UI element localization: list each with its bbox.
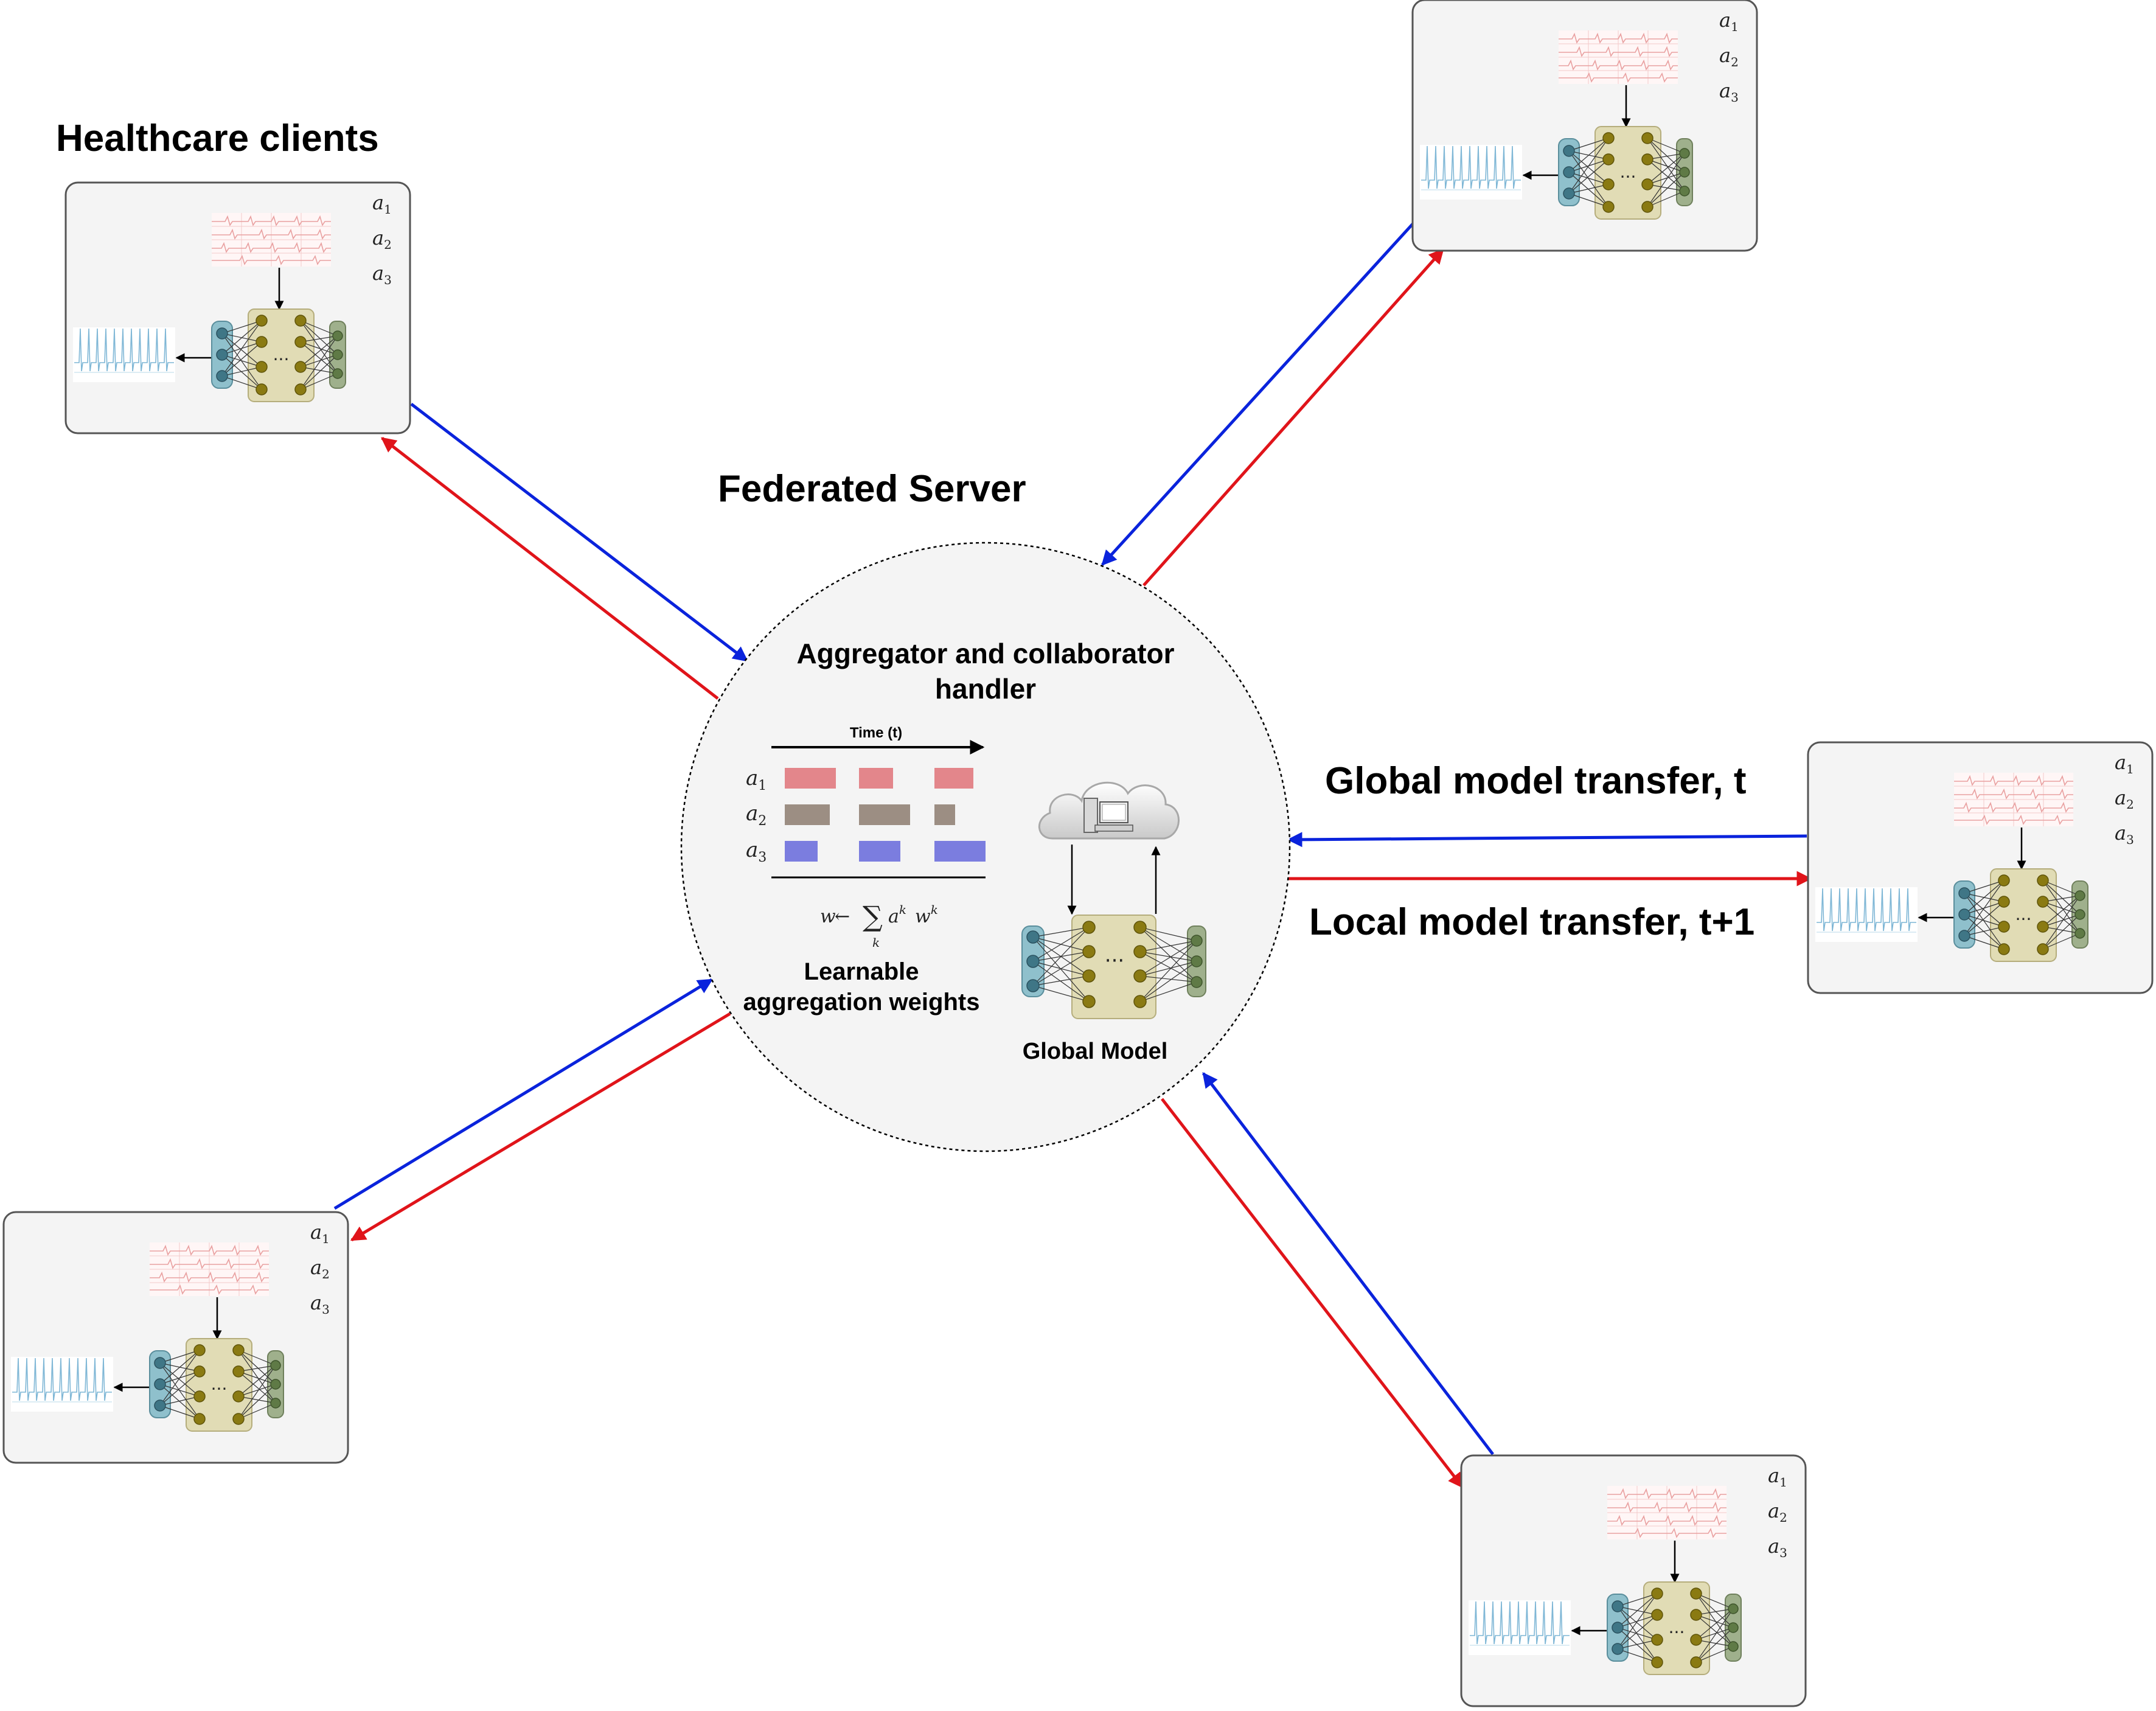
client-card-top-left: ··· a1 a2 a3	[66, 183, 410, 433]
time-axis-label: Time (t)	[850, 725, 902, 741]
weight-bar-a1-1	[785, 768, 836, 789]
client-card-top-right: ··· a1 a2 a3	[1413, 0, 1757, 251]
client-legend-a3: a3	[1719, 79, 1739, 105]
arrow-local-top-left	[381, 437, 719, 700]
weight-bar-a3-3	[934, 841, 986, 862]
client-legend-a2: a2	[1768, 1499, 1787, 1525]
client-legend-a2: a2	[310, 1256, 330, 1281]
weight-row-a1: a1	[746, 766, 973, 793]
client-card-bottom-left: ··· a1 a2 a3	[4, 1212, 348, 1463]
formula-term-a: ak	[888, 902, 906, 927]
client-card-ellipsis: ···	[1669, 1622, 1685, 1642]
aggregator-title-line1: Aggregator and collaborator	[796, 638, 1174, 669]
client-legend-a3: a3	[372, 262, 392, 287]
arrow-local-bottom-right	[1161, 1098, 1464, 1488]
federated-server: Aggregator and collaborator handler Time…	[680, 542, 1291, 1152]
formula-arrow: ←	[835, 906, 850, 927]
weight-row-a3: a3	[746, 838, 986, 865]
global-model-ellipsis: ···	[1105, 949, 1124, 973]
arrow-global-top-right	[1101, 221, 1415, 566]
client-legend-a2: a2	[372, 226, 392, 252]
client-card-ellipsis: ···	[273, 349, 290, 369]
formula-lhs: w	[820, 906, 836, 927]
weight-row-a2: a2	[746, 801, 955, 829]
client-legend-a1: a1	[2115, 751, 2134, 776]
global-model-label: Global Model	[1023, 1039, 1168, 1064]
healthcare-clients-title: Healthcare clients	[56, 117, 379, 159]
weight-bar-a1-2	[859, 768, 893, 789]
client-legend-a2: a2	[2115, 786, 2134, 812]
client-legend-a1: a1	[1719, 9, 1739, 34]
client-legend-a3: a3	[310, 1291, 330, 1317]
client-legend-a1: a1	[1768, 1464, 1787, 1490]
client-card-ellipsis: ···	[1620, 167, 1636, 187]
client-card-ellipsis: ···	[2015, 909, 2032, 929]
transfer-arrows	[333, 221, 1812, 1488]
weight-bar-a1-3	[934, 768, 973, 789]
arrow-local-top-right	[1142, 248, 1444, 587]
client-card-bottom-right: ··· a1 a2 a3	[1461, 1455, 1806, 1706]
weight-bar-a2-2	[859, 804, 910, 825]
weight-bar-a3-2	[859, 841, 900, 862]
arrow-global-top-left	[410, 403, 748, 662]
row-label-a3: a3	[746, 838, 767, 865]
arrow-local-bottom-left	[350, 1012, 731, 1242]
client-legend-a2: a2	[1719, 44, 1739, 69]
formula-index: k	[872, 935, 880, 950]
weight-bar-a3-1	[785, 841, 818, 862]
cloud-server-icon	[1038, 781, 1180, 840]
weight-bar-a2-3	[934, 804, 955, 825]
global-model-network: ···	[1021, 915, 1206, 1019]
arrow-global-right	[1287, 832, 1807, 848]
row-label-a1: a1	[746, 766, 767, 793]
arrow-global-bottom-left	[333, 978, 714, 1210]
client-legend-a3: a3	[2115, 821, 2134, 847]
formula-term-w: wk	[915, 902, 938, 927]
client-card-right: ··· a1 a2 a3	[1808, 742, 2152, 993]
row-label-a2: a2	[746, 801, 767, 829]
client-legend-a1: a1	[310, 1221, 330, 1246]
arrow-global-bottom-right	[1202, 1072, 1494, 1455]
federated-server-title: Federated Server	[718, 468, 1026, 510]
local-transfer-label: Local model transfer, t+1	[1309, 901, 1754, 943]
weight-bar-a2-1	[785, 804, 830, 825]
aggregation-formula: w ← ∑ k ak wk	[820, 900, 938, 950]
client-legend-a3: a3	[1768, 1535, 1787, 1560]
aggregator-title-line2: handler	[935, 673, 1036, 705]
weights-caption-line2: aggregation weights	[743, 989, 980, 1016]
client-card-ellipsis: ···	[211, 1379, 228, 1399]
client-legend-a1: a1	[372, 191, 392, 217]
weights-caption-line1: Learnable	[804, 958, 919, 985]
formula-sum: ∑	[863, 900, 883, 933]
global-transfer-label: Global model transfer, t	[1325, 760, 1746, 802]
